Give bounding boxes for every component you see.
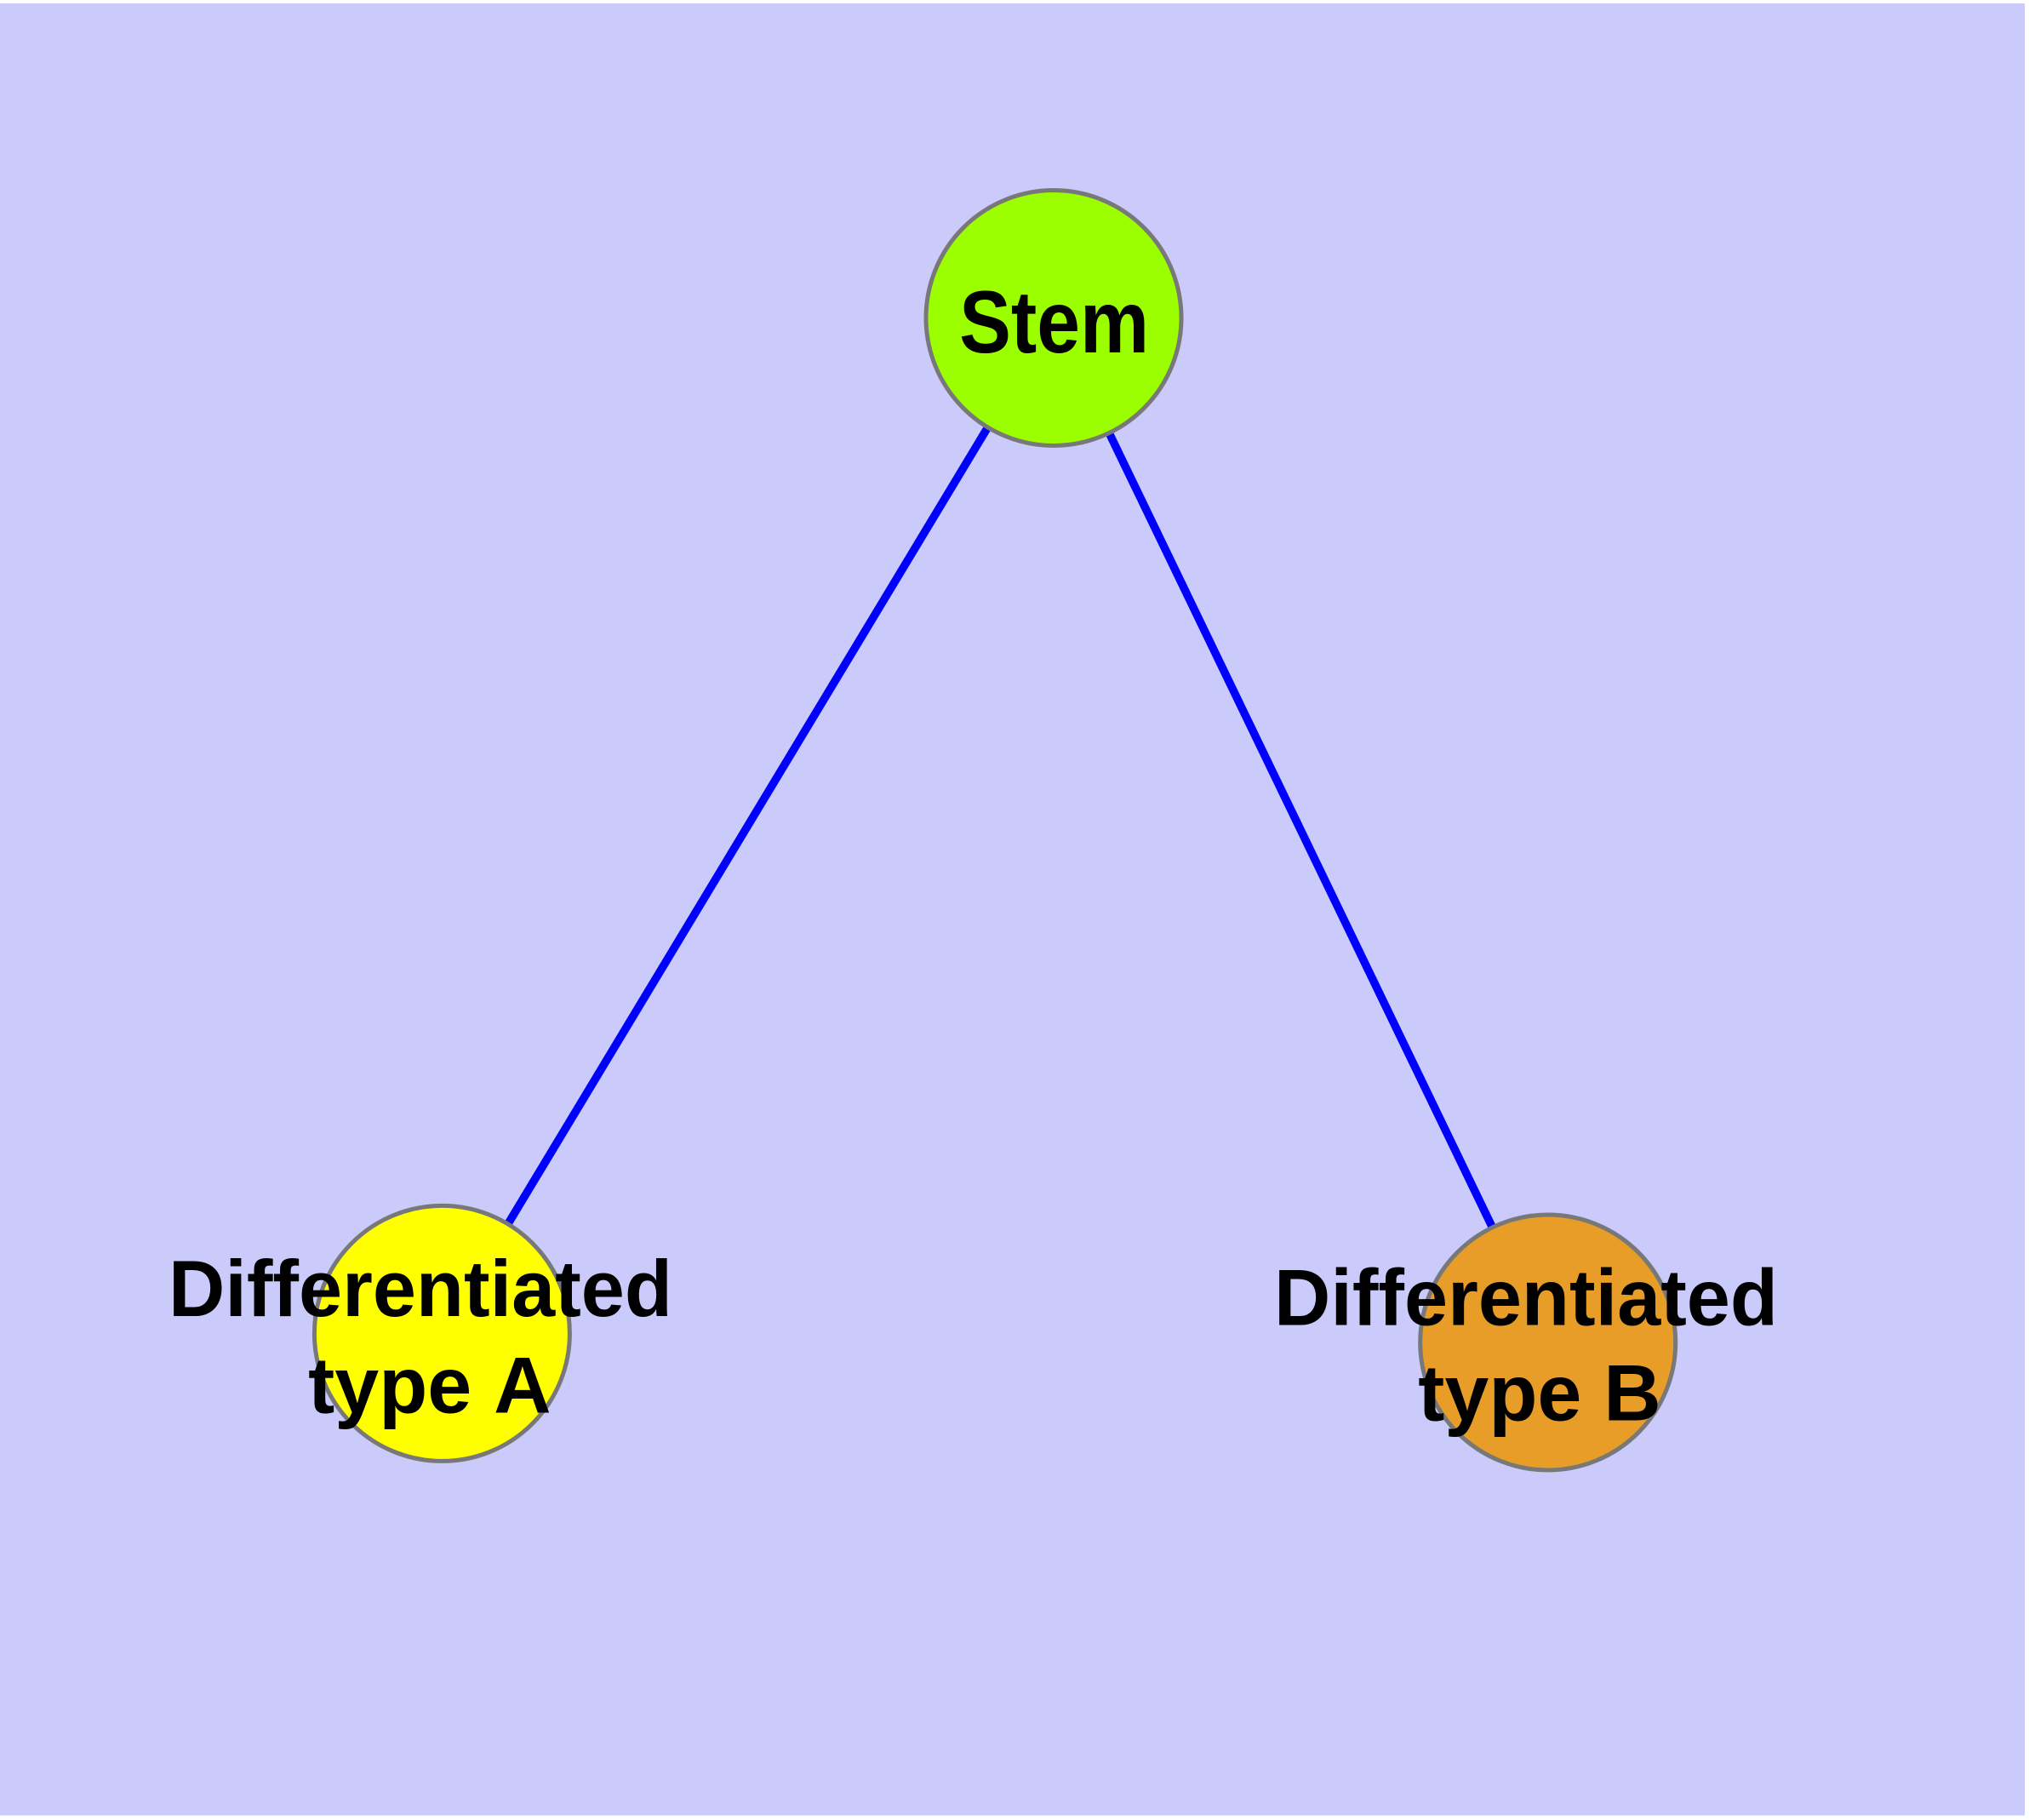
svg-text:Differentiated: Differentiated [1274,1253,1778,1342]
svg-text:Stem: Stem [959,273,1149,372]
svg-text:type B: type B [1418,1348,1661,1437]
svg-text:Differentiated: Differentiated [169,1244,672,1333]
svg-text:type A: type A [308,1341,552,1430]
